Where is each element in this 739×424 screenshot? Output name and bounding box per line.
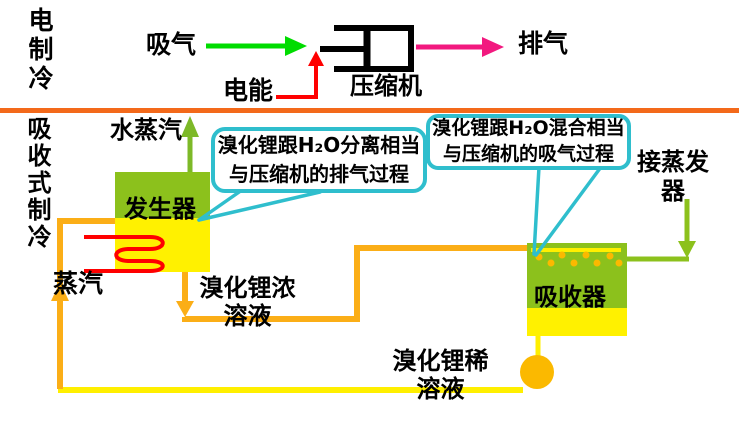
water-vapor-arrow xyxy=(181,116,199,172)
evaporator-arrow xyxy=(627,199,696,262)
callout-mixing-text-content: 溴化锂跟H₂O混合相当 与压缩机的吸气过程 xyxy=(432,117,625,165)
intake-arrow xyxy=(206,36,307,56)
callout-separation-tail xyxy=(197,188,322,222)
steam-coil-icon xyxy=(84,235,165,273)
callout-separation-text: 溴化锂跟H₂O分离相当 与压缩机的排气过程 xyxy=(215,131,423,189)
steam-label: 蒸汽 xyxy=(53,269,104,298)
pump-icon xyxy=(520,336,554,389)
callout-separation-bubble xyxy=(211,127,427,193)
water-vapor-label: 水蒸汽 xyxy=(110,116,182,144)
down-arrowhead xyxy=(176,301,194,317)
to-evaporator-label: 接蒸发 器 xyxy=(637,148,709,205)
concentrated-solution-label: 溴化锂浓 溶液 xyxy=(199,274,296,331)
dilute-solution-label: 溴化锂稀 溶液 xyxy=(392,347,489,403)
compressor-icon xyxy=(320,25,414,72)
absorber-label: 吸收器 xyxy=(534,283,606,311)
generator-label: 发生器 xyxy=(124,195,196,223)
callout-separation-text-content: 溴化锂跟H₂O分离相当 与压缩机的排气过程 xyxy=(217,133,421,186)
callout-mixing-tail xyxy=(532,165,603,257)
exhaust-arrow xyxy=(416,37,504,57)
callout-mixing-text: 溴化锂跟H₂O混合相当 与压缩机的吸气过程 xyxy=(430,117,627,166)
compressor-label: 压缩机 xyxy=(350,72,422,100)
concentrated-solution-pipe xyxy=(176,245,529,322)
section-label-absorption: 吸收式制冷 xyxy=(23,116,51,251)
section-label-electric: 电制冷 xyxy=(25,7,54,94)
intake-label: 吸气 xyxy=(146,30,197,59)
callout-mixing-bubble xyxy=(426,114,631,170)
section-divider xyxy=(0,108,739,113)
dilute-solution-pipe xyxy=(51,218,523,393)
absorber-box xyxy=(527,243,627,336)
droplet-dots xyxy=(535,251,623,267)
power-arrow xyxy=(276,51,324,99)
up-arrowhead xyxy=(51,282,69,301)
power-label: 电能 xyxy=(223,76,274,105)
exhaust-label: 排气 xyxy=(518,29,569,58)
